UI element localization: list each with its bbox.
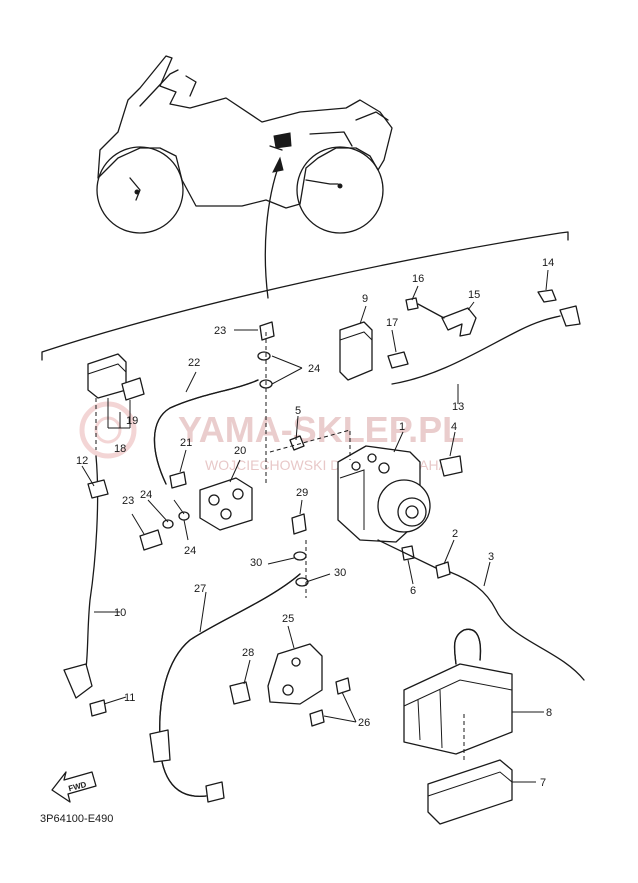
callout-5: 5 <box>295 405 301 417</box>
callout-4: 4 <box>451 421 457 433</box>
bolt-21 <box>169 471 187 489</box>
location-pointer-arrowhead <box>272 156 284 173</box>
assembly-guide-lines <box>95 332 465 760</box>
washer-30-a <box>293 551 307 561</box>
callout-28: 28 <box>242 647 254 659</box>
callout-7: 7 <box>540 777 546 789</box>
callout-24-left: 24 <box>140 489 152 501</box>
callout-27: 27 <box>194 583 206 595</box>
callout-15: 15 <box>468 289 480 301</box>
abs-ecu-8 <box>403 663 513 755</box>
callout-24-upper: 24 <box>308 363 320 375</box>
clip-28 <box>229 681 251 705</box>
fwd-arrow-icon: FWD <box>51 771 97 803</box>
relay-19 <box>121 377 145 401</box>
relay-18 <box>87 353 127 399</box>
watermark-title: YAMA-SKLEP.PL <box>178 409 464 450</box>
callout-6: 6 <box>410 585 416 597</box>
abs-unit-location-marker <box>273 132 292 149</box>
joint-block-20 <box>199 477 253 531</box>
callout-22: 22 <box>188 357 200 369</box>
abs-cover-cap <box>439 455 463 477</box>
callout-12: 12 <box>76 455 88 467</box>
motorcycle-outline <box>96 55 393 234</box>
callout-26: 26 <box>358 717 370 729</box>
callout-18: 18 <box>114 443 126 455</box>
bolt-26-b <box>309 709 325 727</box>
washer-24-c <box>162 519 174 529</box>
callout-11: 11 <box>124 692 135 704</box>
clamp-12 <box>87 479 109 499</box>
callout-24-lower: 24 <box>184 545 196 557</box>
callout-23-upper: 23 <box>214 325 226 337</box>
callout-8: 8 <box>546 707 552 719</box>
callout-29: 29 <box>296 487 308 499</box>
callout-30-right: 30 <box>334 567 346 579</box>
callout-2: 2 <box>452 528 458 540</box>
callout-20: 20 <box>234 445 246 457</box>
wheel-sensor-14 <box>537 289 581 327</box>
diagram-code: 3P64100-E490 <box>40 813 113 825</box>
bolt-26-a <box>335 677 351 695</box>
sensor-lead-13 <box>391 315 561 385</box>
location-pointer-line <box>264 161 281 299</box>
joint-25 <box>267 643 323 705</box>
washer-30-b <box>295 577 309 587</box>
leader-lines <box>81 269 549 783</box>
callout-numbers: 1 2 3 4 5 6 7 8 9 10 11 12 13 14 15 16 1… <box>76 257 554 789</box>
callout-1: 1 <box>399 421 405 433</box>
callout-21: 21 <box>180 437 192 449</box>
relay-9 <box>339 321 373 381</box>
callout-25: 25 <box>282 613 294 625</box>
abs-hydraulic-unit <box>337 445 431 543</box>
callout-14: 14 <box>542 257 554 269</box>
callout-19: 19 <box>126 415 138 427</box>
bolt-11 <box>89 699 107 717</box>
callout-3: 3 <box>488 551 494 563</box>
bracket-15 <box>441 307 477 337</box>
callout-23-lower: 23 <box>122 495 134 507</box>
callout-9: 9 <box>362 293 368 305</box>
callout-17: 17 <box>386 317 398 329</box>
callout-13: 13 <box>452 401 464 413</box>
ecu-cover-7 <box>427 759 513 825</box>
bolt-23-upper <box>259 321 275 341</box>
diagram-boundary <box>41 231 569 361</box>
brake-fitting <box>435 561 451 579</box>
washer-24-a <box>257 351 271 361</box>
wheel-sensor-10 <box>63 663 93 699</box>
bolt-29 <box>291 513 307 535</box>
callout-16: 16 <box>412 273 424 285</box>
bolt-23-lower <box>139 529 163 551</box>
callout-10: 10 <box>114 607 126 619</box>
brake-hose-3 <box>449 571 585 681</box>
callout-30-left: 30 <box>250 557 262 569</box>
clamp-17 <box>387 351 409 369</box>
